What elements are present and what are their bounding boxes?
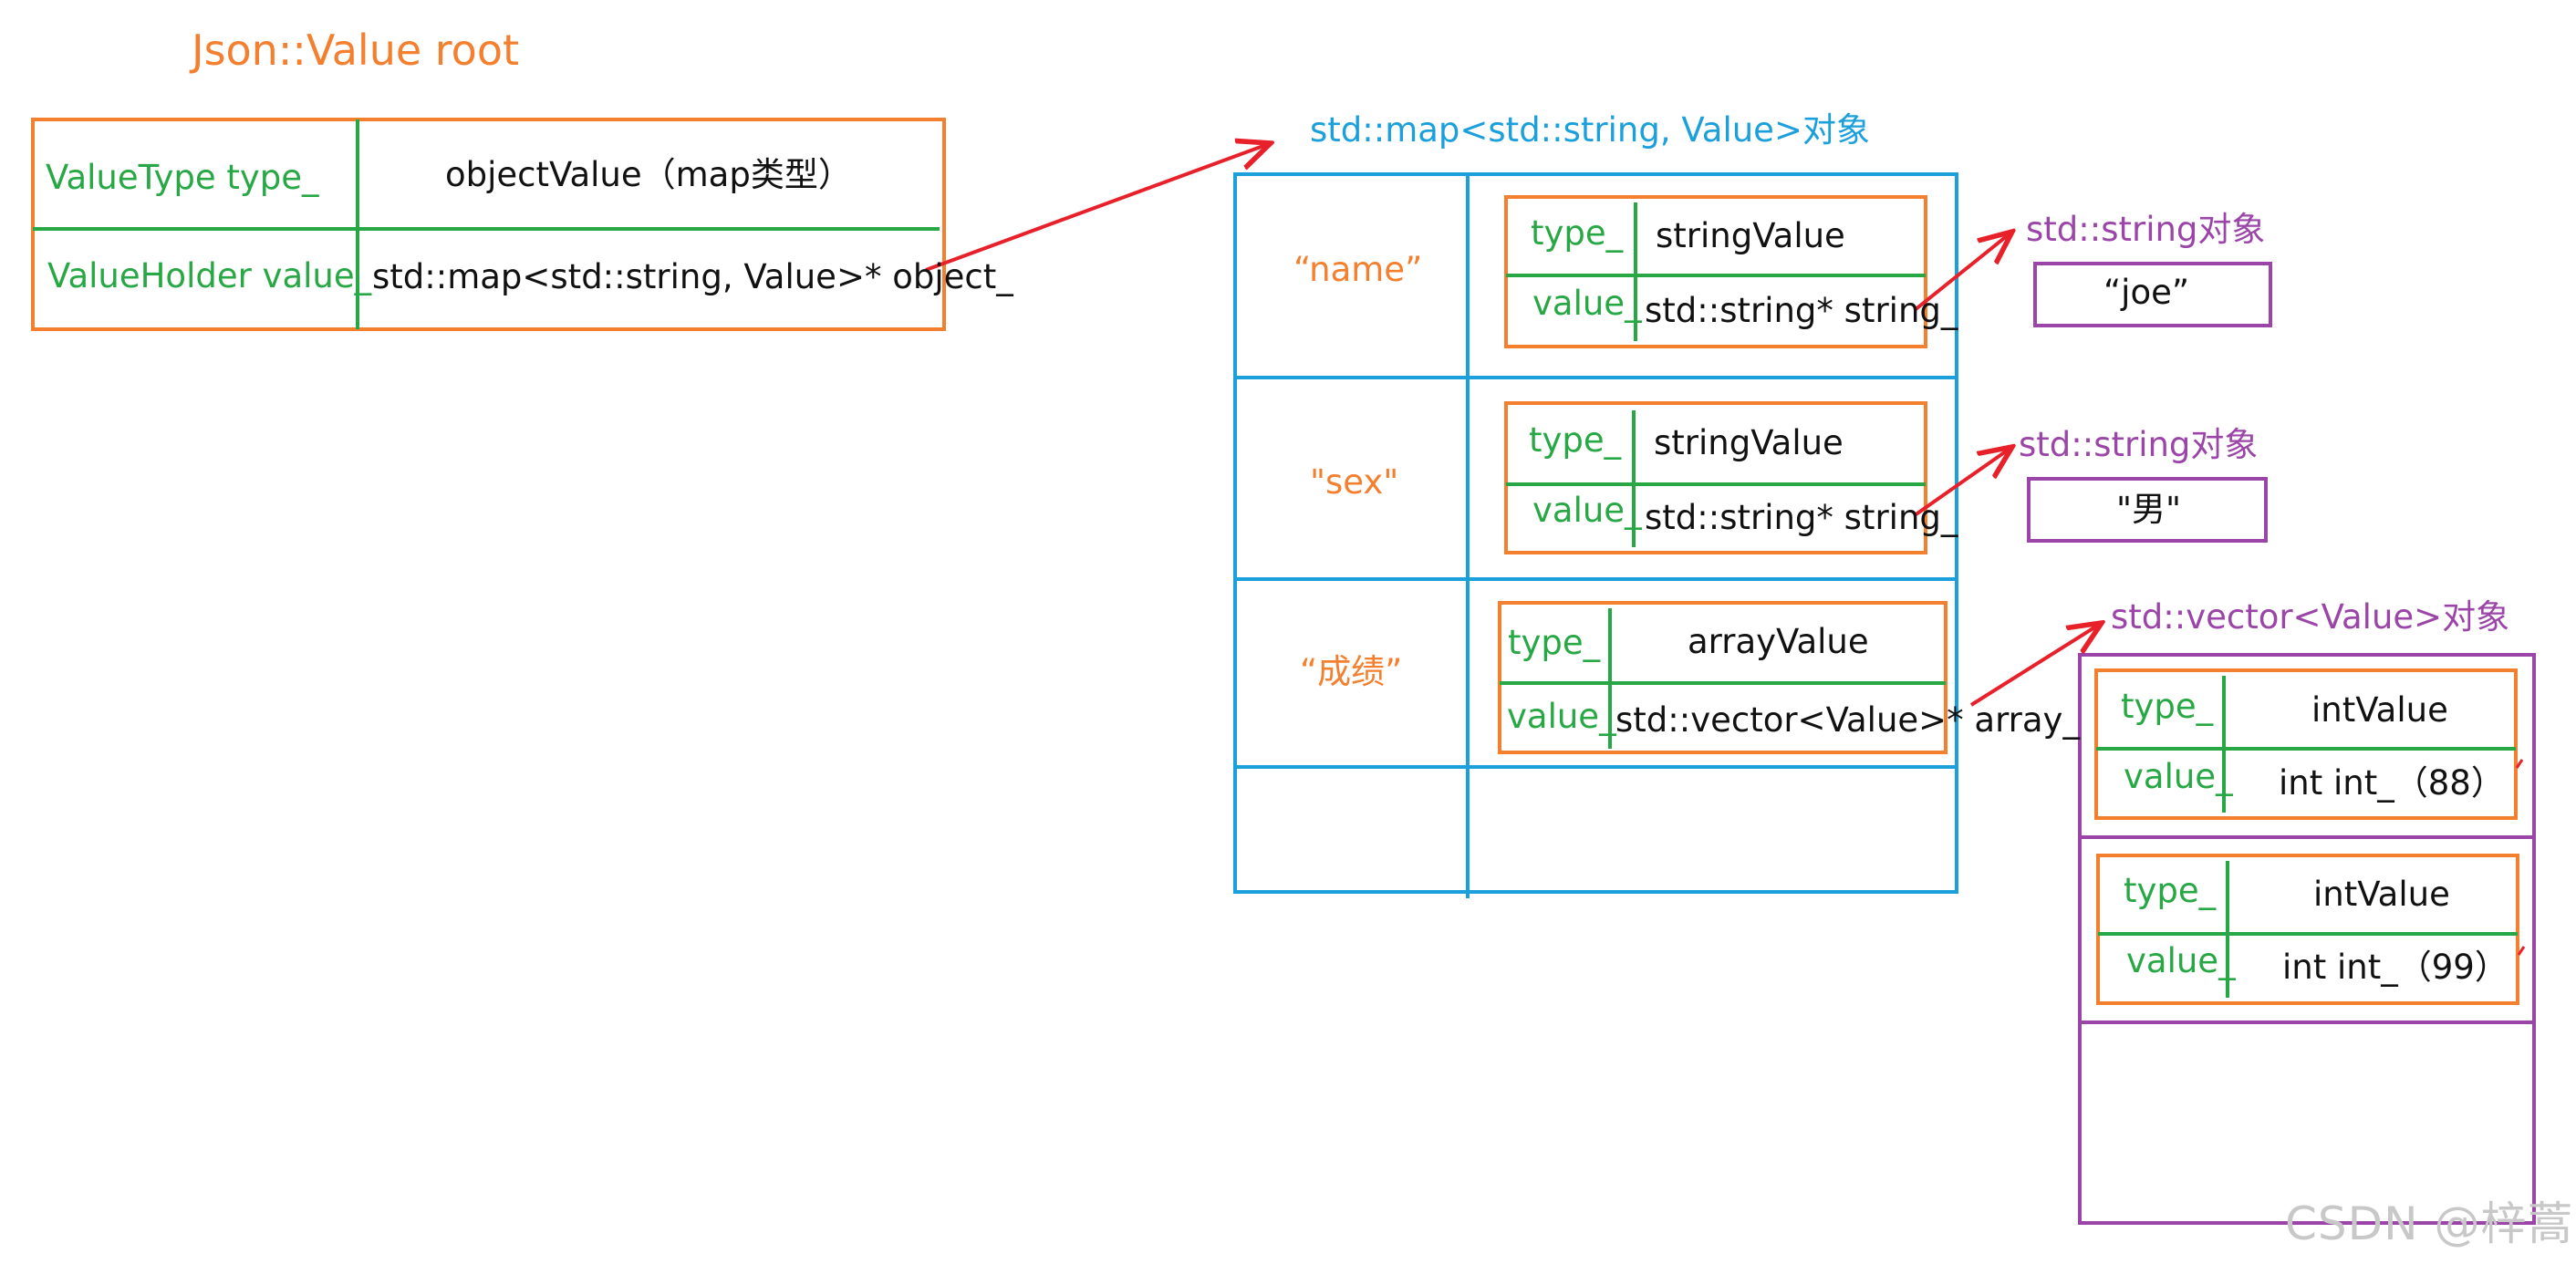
string-box-male [2027,477,2268,543]
entry-sex-type-label: type_ [1529,420,1622,460]
root-type-value: objectValue（map类型） [445,155,852,194]
root-value-value: std::map<std::string, Value>* object_ [372,257,1013,296]
entry-name-type-label: type_ [1531,213,1624,253]
string-value-male: "男" [2116,490,2182,529]
entry-name-value-value: std::string* string_ [1645,291,1958,330]
string-box-joe [2033,262,2272,327]
entry-name-type-value: stringValue [1656,216,1845,255]
map-title: std::map<std::string, Value>对象 [1310,110,1870,150]
map-key-name: “name” [1293,250,1423,289]
entry-sex-value-value: std::string* string_ [1645,498,1958,537]
string-value-joe: “joe” [2103,273,2190,312]
vector-box [2078,653,2536,1225]
red-tick-mark [2515,759,2524,769]
arrow-sex-to-string [1913,447,2012,517]
arrow-root-to-map [925,143,1271,272]
entry-box-sex [1504,401,1927,554]
map-box [1233,172,1958,898]
entry-box-grades [1498,601,1948,754]
vector-item-2-value-label: value_ [2126,941,2236,980]
entry-sex-type-value: stringValue [1654,423,1844,462]
vector-item-2-value-value: int int_（99） [2282,948,2508,987]
string-title-1: std::string对象 [2026,210,2266,249]
root-value-label: ValueHolder value_ [47,256,372,295]
map-key-grades: “成绩” [1300,652,1403,691]
watermark: CSDN @梓蒿 [2285,1197,2574,1250]
root-box [31,118,946,331]
entry-grades-type-label: type_ [1508,623,1601,662]
vector-item-2-type-label: type_ [2124,871,2217,910]
entry-name-value-label: value_ [1532,284,1642,323]
entry-grades-value-value: std::vector<Value>* array_ [1615,700,2080,740]
vector-item-1-value-label: value_ [2124,757,2233,796]
vector-item-box-2 [2096,854,2519,1005]
red-tick-mark [2517,946,2526,956]
string-title-2: std::string对象 [2019,425,2259,464]
vector-item-1-value-value: int int_（88） [2279,763,2505,803]
root-type-label: ValueType type_ [46,158,319,197]
entry-grades-value-label: value_ [1507,697,1616,736]
vector-title: std::vector<Value>对象 [2111,597,2510,637]
arrow-name-to-string [1913,232,2012,312]
entry-box-name [1504,195,1927,348]
vector-item-1-type-label: type_ [2121,687,2214,726]
vector-item-box-1 [2094,668,2518,820]
vector-item-2-type-value: intValue [2313,875,2450,914]
entry-grades-type-value: arrayValue [1688,622,1869,661]
vector-item-1-type-value: intValue [2311,690,2448,730]
root-title: Json::Value root [192,26,519,75]
map-key-sex: "sex" [1310,462,1399,502]
entry-sex-value-label: value_ [1532,491,1642,530]
arrow-grades-to-vector [1969,623,2102,707]
